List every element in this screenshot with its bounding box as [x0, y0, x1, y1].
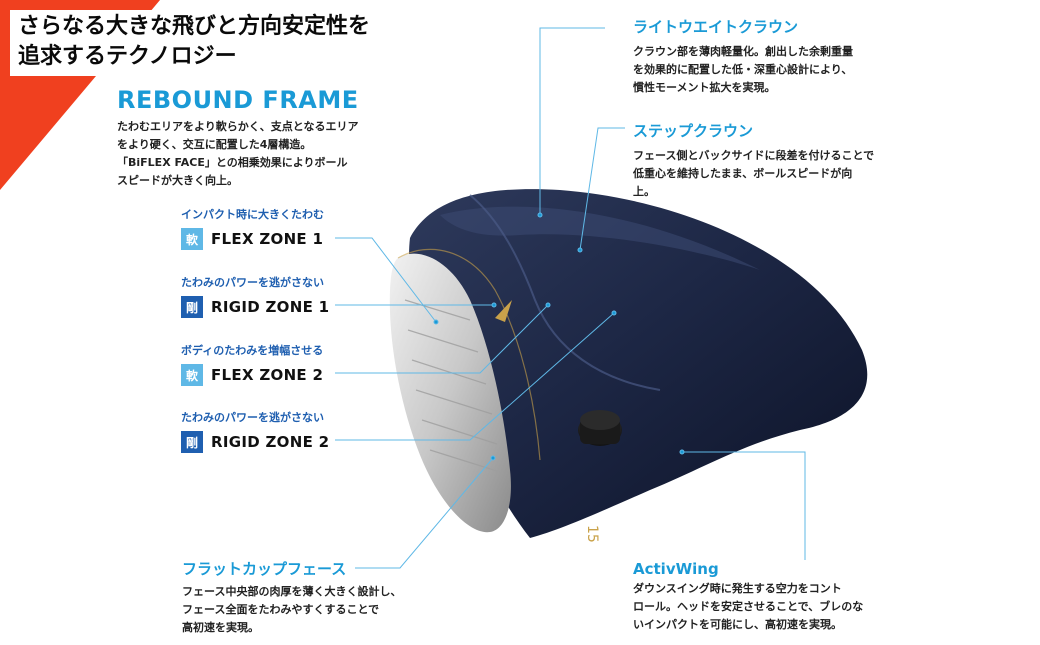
headline-line-2: 追求するテクノロジー: [18, 44, 237, 69]
feature-desc-line: フェース中央部の肉厚を薄く大きく設計し、: [182, 585, 402, 598]
feature-title: ステップクラウン: [633, 122, 754, 140]
rigid-zone-2: たわみのパワーを逃がさない 剛 RIGID ZONE 2: [181, 409, 329, 453]
step-crown-callout: ステップクラウン フェース側とバックサイドに段差を付けることで 低重心を維持した…: [633, 120, 913, 201]
zone-label: RIGID ZONE 1: [211, 298, 330, 316]
flex-zone-1: インパクト時に大きくたわむ 軟 FLEX ZONE 1: [181, 206, 324, 250]
headline-line-1: さらなる大きな飛びと方向安定性を: [18, 14, 371, 39]
rebound-desc-line: スピードが大きく向上。: [117, 174, 238, 187]
zone-badge-rigid: 剛: [181, 296, 203, 318]
zone-badge-rigid: 剛: [181, 431, 203, 453]
zone-subtitle: たわみのパワーを逃がさない: [181, 411, 324, 424]
feature-desc-line: いインパクトを可能にし、高初速を実現。: [633, 618, 842, 631]
rebound-desc-line: 「BiFLEX FACE」との相乗効果によりボール: [117, 156, 348, 169]
zone-subtitle: たわみのパワーを逃がさない: [181, 276, 324, 289]
zone-subtitle: ボディのたわみを増幅させる: [181, 344, 324, 357]
feature-title: ライトウエイトクラウン: [633, 18, 799, 36]
feature-desc-line: 高初速を実現。: [182, 621, 259, 634]
zone-badge-soft: 軟: [181, 364, 203, 386]
feature-desc-line: 上。: [633, 185, 655, 198]
feature-desc-line: 低重心を維持したまま、ボールスピードが向: [633, 167, 853, 180]
lightweight-crown-callout: ライトウエイトクラウン クラウン部を薄肉軽量化。創出した余剰重量 を効果的に配置…: [633, 16, 893, 97]
zone-label: FLEX ZONE 1: [211, 230, 324, 248]
zone-badge-soft: 軟: [181, 228, 203, 250]
headline: さらなる大きな飛びと方向安定性を 追求するテクノロジー: [10, 10, 468, 76]
rebound-frame-description: たわむエリアをより軟らかく、支点となるエリア をより硬く、交互に配置した4層構造…: [117, 118, 387, 190]
svg-text:15: 15: [584, 525, 600, 543]
flex-zone-2: ボディのたわみを増幅させる 軟 FLEX ZONE 2: [181, 342, 323, 386]
zone-label: FLEX ZONE 2: [211, 366, 324, 384]
rebound-desc-line: たわむエリアをより軟らかく、支点となるエリア: [117, 120, 359, 133]
feature-desc-line: 慣性モーメント拡大を実現。: [633, 81, 776, 94]
zone-label: RIGID ZONE 2: [211, 433, 330, 451]
rebound-desc-line: をより硬く、交互に配置した4層構造。: [117, 138, 312, 151]
zone-subtitle: インパクト時に大きくたわむ: [181, 208, 324, 221]
rigid-zone-1: たわみのパワーを逃がさない 剛 RIGID ZONE 1: [181, 274, 329, 318]
feature-desc-line: を効果的に配置した低・深重心設計により、: [633, 63, 853, 76]
feature-desc-line: ダウンスイング時に発生する空力をコント: [633, 582, 842, 595]
feature-desc-line: フェース全面をたわみやすくすることで: [182, 603, 380, 616]
feature-desc-line: ロール。ヘッドを安定させることで、ブレのな: [633, 600, 864, 613]
feature-desc-line: フェース側とバックサイドに段差を付けることで: [633, 149, 875, 162]
feature-desc-line: クラウン部を薄肉軽量化。創出した余剰重量: [633, 45, 853, 58]
flat-cup-face-callout: フラットカップフェース フェース中央部の肉厚を薄く大きく設計し、 フェース全面を…: [182, 558, 442, 637]
activwing-callout: ActivWing ダウンスイング時に発生する空力をコント ロール。ヘッドを安定…: [633, 560, 903, 634]
rebound-frame-title: REBOUND FRAME: [117, 86, 359, 114]
feature-title: ActivWing: [633, 560, 719, 578]
crown-shape: [409, 189, 868, 538]
feature-title: フラットカップフェース: [182, 560, 347, 578]
face-shape: [389, 253, 511, 533]
